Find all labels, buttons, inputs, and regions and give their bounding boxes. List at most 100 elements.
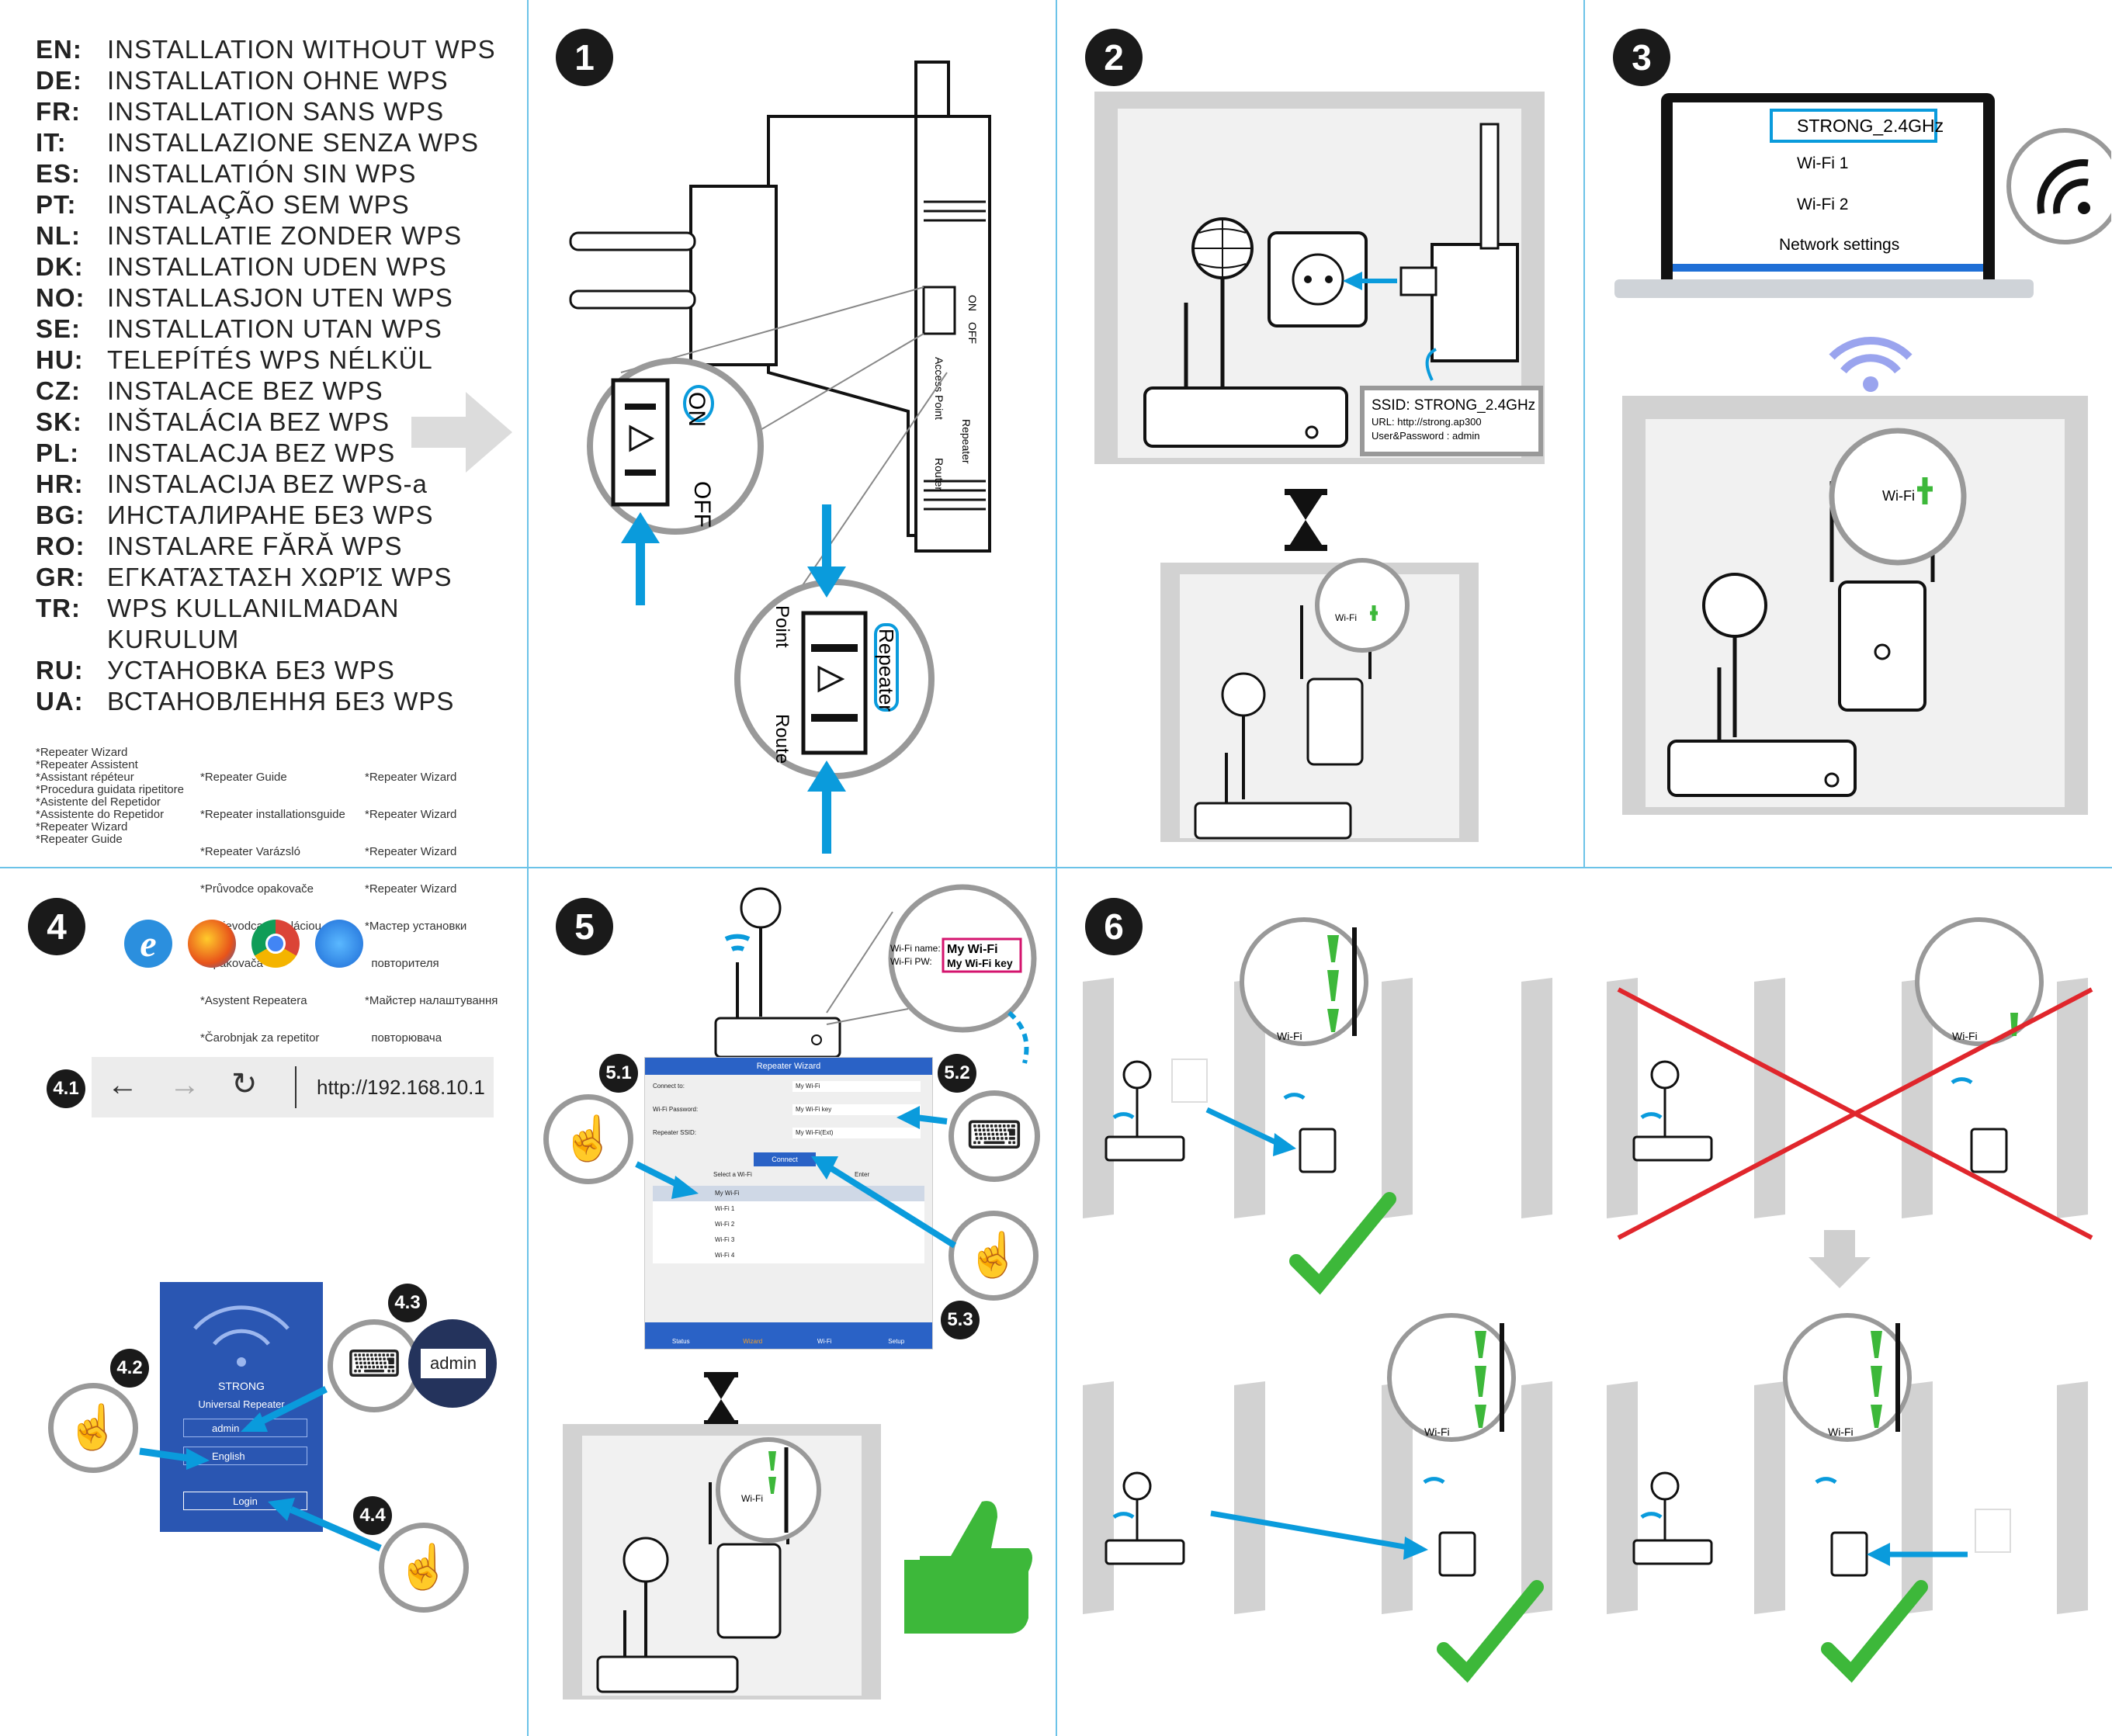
lang-code: BG: <box>36 501 85 529</box>
wizard-name: *Procedura guidata ripetitore <box>36 783 184 796</box>
led-label: Wi-Fi <box>1424 1426 1450 1438</box>
mode-access-point-label: Access Point <box>933 357 945 420</box>
step-number: 4 <box>28 898 85 955</box>
step-number: 1 <box>556 29 613 86</box>
lang-row: HR:INSTALACIJA BEZ WPS-a <box>36 469 509 500</box>
lang-row: UA:ВСТАНОВЛЕННЯ БЕЗ WPS <box>36 686 509 717</box>
lang-title: INSTALLAZIONE SENZA WPS <box>107 128 479 157</box>
admin-zoom: admin <box>408 1319 497 1408</box>
username-input[interactable]: admin <box>183 1419 307 1437</box>
lang-title: INSTALLASJON UTEN WPS <box>107 283 453 312</box>
switch-on-label: ON <box>966 295 979 311</box>
keyboard-icon: ⌨ <box>948 1090 1040 1182</box>
lang-code: GR: <box>36 563 85 591</box>
wizard-name: *Repeater Wizard <box>36 746 128 759</box>
firefox-icon <box>188 920 236 968</box>
lang-code: HR: <box>36 470 84 498</box>
connect-input[interactable]: My Wi-Fi <box>792 1081 921 1092</box>
led-label: Wi-Fi <box>1277 1030 1302 1042</box>
lang-row: TR: WPS KULLANILMADAN KURULUM <box>36 593 509 655</box>
lang-row: DE:INSTALLATION OHNE WPS <box>36 65 509 96</box>
wizard-name: *Мастер установки <box>365 920 467 933</box>
lang-row: EN: INSTALLATION WITHOUT WPS <box>36 34 509 65</box>
network-name[interactable]: Wi-Fi 1 <box>1797 154 1849 172</box>
ssid-label: Repeater SSID: <box>653 1129 697 1136</box>
password-input[interactable]: My Wi-Fi key <box>792 1104 921 1115</box>
network-row[interactable]: My Wi-Fi <box>653 1186 924 1201</box>
network-name[interactable]: STRONG_2.4GHz <box>1797 116 1944 136</box>
url-input[interactable]: http://192.168.10.1 <box>317 1076 485 1099</box>
placement-good-3: Wi-Fi <box>1607 1313 2088 1683</box>
nav-wizard[interactable]: Wizard <box>743 1338 763 1345</box>
wizard-name: *Repeater Wizard <box>365 845 457 858</box>
lang-code: SK: <box>36 407 82 436</box>
divider <box>1583 0 1585 868</box>
step-badge: 5.1 <box>599 1054 638 1093</box>
lang-code: IT: <box>36 128 67 157</box>
wifi-connect-illustration: STRONG_2.4GHz Wi-Fi 1 Wi-Fi 2 Network se… <box>1614 93 2111 815</box>
router-room-illustration: SSID: STRONG_2.4GHz URL: http://strong.a… <box>1094 92 1545 842</box>
wizard-name: *Repeater installationsguide <box>200 808 345 821</box>
zoom-wifi-name-label: Wi-Fi name: <box>890 943 941 954</box>
led-label: Wi-Fi <box>1882 488 1915 504</box>
lang-title: INSTALLATIÓN SIN WPS <box>107 159 417 188</box>
wizard-names-col2: *Repeater Guide *Repeater installationsg… <box>200 747 363 1057</box>
lang-row: SK:INŠTALÁCIA BEZ WPS <box>36 407 509 438</box>
tap-hand-icon: ☝ <box>379 1523 469 1613</box>
ssid-input[interactable]: My Wi-Fi(Ext) <box>792 1128 921 1138</box>
led-label: Wi-Fi <box>1828 1426 1854 1438</box>
lang-row: RU: УСТАНОВКА БЕЗ WPS <box>36 655 509 686</box>
lang-code: DK: <box>36 252 84 281</box>
lang-title: TELEPÍTÉS WPS NÉLKÜL <box>107 345 433 374</box>
network-settings-link[interactable]: Network settings <box>1779 236 1899 254</box>
zoom-off-label: OFF <box>689 481 715 528</box>
lang-code: TR: <box>36 594 81 622</box>
lang-title: WPS KULLANILMADAN KURULUM <box>107 594 400 653</box>
lang-title: ИНСТАЛИРАНЕ БЕЗ WPS <box>107 501 434 529</box>
lang-title: INSTALLATION WITHOUT WPS <box>107 35 496 64</box>
network-row[interactable]: Wi-Fi 4 <box>653 1248 924 1263</box>
wizard-name: *Repeater Guide <box>200 771 287 784</box>
wizard-name: *Repeater Wizard <box>365 771 457 784</box>
nav-wifi[interactable]: Wi-Fi <box>817 1338 832 1345</box>
lang-row: DK:INSTALLATION UDEN WPS <box>36 251 509 282</box>
lang-row: PL:INSTALACJA BEZ WPS <box>36 438 509 469</box>
lang-row: HU:TELEPÍTÉS WPS NÉLKÜL <box>36 345 509 376</box>
step-badge: 4.2 <box>110 1349 149 1388</box>
login-button[interactable]: Login <box>183 1492 307 1510</box>
lang-title: УСТАНОВКА БЕЗ WPS <box>107 656 395 684</box>
step-badge: 4.1 <box>47 1069 85 1108</box>
step-badge: 5.2 <box>938 1054 976 1093</box>
wizard-name: *Průvodce opakovače <box>200 882 314 896</box>
language-title-list: EN:INSTALLATION WITHOUT WPS DE:INSTALLAT… <box>36 34 509 717</box>
lang-title: INSTALACJA BEZ WPS <box>107 438 396 467</box>
step-badge: 4.3 <box>388 1284 427 1322</box>
network-row[interactable]: Wi-Fi 1 <box>653 1201 924 1217</box>
lang-row: PT:INSTALAÇÃO SEM WPS <box>36 189 509 220</box>
network-row[interactable]: Wi-Fi 2 <box>653 1217 924 1232</box>
lang-code: DE: <box>36 66 82 95</box>
wizard-name: *Repeater Wizard <box>365 882 457 896</box>
back-icon[interactable]: ← <box>107 1068 138 1102</box>
lang-code: EN: <box>36 35 82 64</box>
network-name[interactable]: Wi-Fi 2 <box>1797 196 1849 213</box>
network-list: My Wi-Fi Wi-Fi 1 Wi-Fi 2 Wi-Fi 3 Wi-Fi 4 <box>653 1186 924 1263</box>
separator <box>295 1066 297 1108</box>
chrome-icon <box>251 920 300 968</box>
wizard-name: *Čarobnjak za repetitor <box>200 1031 320 1045</box>
network-row[interactable]: Wi-Fi 3 <box>653 1232 924 1248</box>
placement-bad: Wi-Fi <box>1607 917 2093 1288</box>
lang-row: SE:INSTALLATION UTAN WPS <box>36 314 509 345</box>
step-badge: 4.4 <box>353 1496 392 1535</box>
zoom-point-label: Point <box>772 605 792 648</box>
lang-code: RU: <box>36 656 84 684</box>
mode-repeater-label: Repeater <box>960 419 973 464</box>
nav-setup[interactable]: Setup <box>888 1338 905 1345</box>
credentials-label: User&Password : admin <box>1372 430 1479 442</box>
zoom-wifi-pw-value: My Wi-Fi key <box>947 957 1013 969</box>
nav-status[interactable]: Status <box>671 1338 690 1345</box>
connect-button[interactable]: Connect <box>754 1152 816 1166</box>
refresh-icon[interactable]: ↻ <box>231 1067 258 1101</box>
forward-icon[interactable]: → <box>169 1068 200 1102</box>
select-wifi-label: Select a Wi-Fi <box>713 1171 752 1178</box>
